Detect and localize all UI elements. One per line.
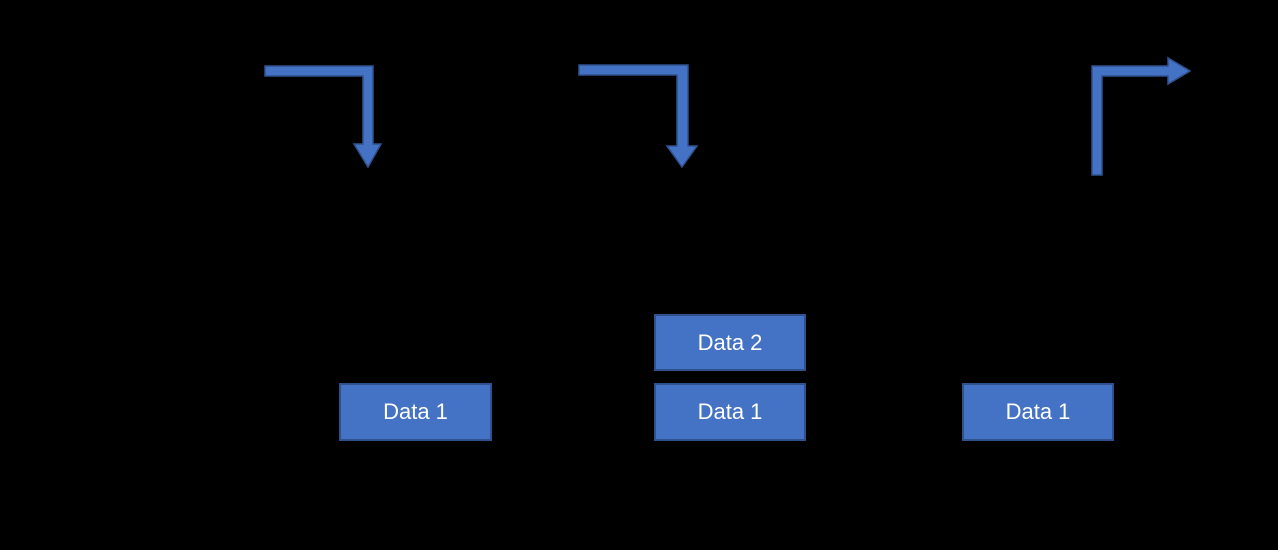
elbow-arrow-up-right-icon xyxy=(1091,56,1192,176)
stack2-data1-label: Data 1 xyxy=(697,399,763,424)
stack3-data1-box: Data 1 xyxy=(962,383,1114,441)
stack3-data1-label: Data 1 xyxy=(1005,399,1071,424)
stack2-data1-box: Data 1 xyxy=(654,383,806,441)
elbow-arrow-down-2-icon xyxy=(578,64,699,169)
stack2-data2-box: Data 2 xyxy=(654,314,806,371)
stack1-data1-box: Data 1 xyxy=(339,383,492,441)
stack2-data2-label: Data 2 xyxy=(697,329,763,355)
stack1-data1-label: Data 1 xyxy=(383,399,448,424)
elbow-arrow-down-1-icon xyxy=(264,65,383,169)
